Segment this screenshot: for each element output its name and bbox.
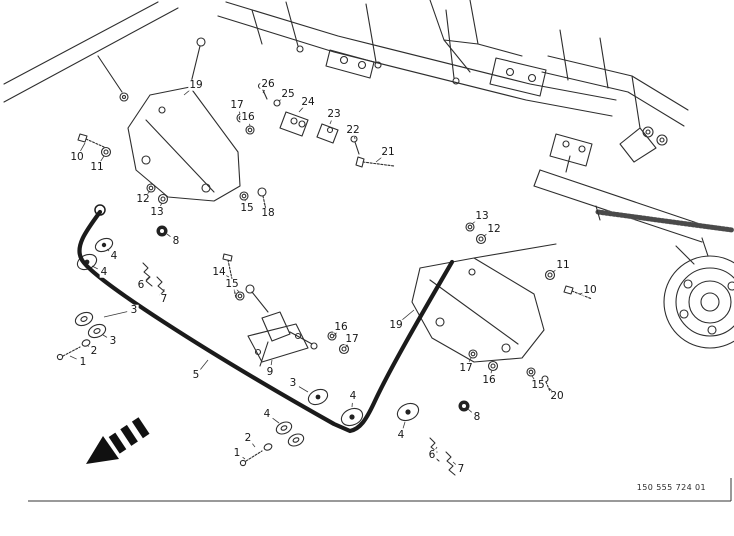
callout-label: 8 (171, 234, 181, 247)
callout-label: 2 (243, 431, 253, 444)
callout-label: 12 (135, 192, 151, 205)
callout-label: 3 (108, 334, 118, 347)
callout-label: 4 (109, 249, 119, 262)
callout-label: 23 (326, 107, 342, 120)
callout-label: 5 (191, 368, 201, 381)
callout-label: 16 (240, 110, 256, 123)
callout-label: 10 (582, 283, 598, 296)
callout-label: 1 (78, 355, 88, 368)
callout-label: 1 (232, 446, 242, 459)
callout-label: 19 (388, 318, 404, 331)
callout-label: 7 (159, 292, 169, 305)
callout-label: 17 (344, 332, 360, 345)
callout-label: 25 (280, 87, 296, 100)
callout-label: 14 (211, 265, 227, 278)
callout-label: 11 (555, 258, 571, 271)
callout-label: 15 (530, 378, 546, 391)
callout-label: 19 (188, 78, 204, 91)
callout-label: 2 (89, 344, 99, 357)
callout-label: 20 (549, 389, 565, 402)
callout-label: 21 (380, 145, 396, 158)
drawing-number: 150 555 724 01 (636, 483, 706, 492)
callout-label: 4 (262, 407, 272, 420)
callout-label: 11 (89, 160, 105, 173)
callout-label: 10 (69, 150, 85, 163)
callout-label: 3 (129, 303, 139, 316)
callout-label: 15 (224, 277, 240, 290)
callout-label: 4 (348, 389, 358, 402)
callout-label: 9 (265, 365, 275, 378)
callout-label: 6 (136, 278, 146, 291)
callout-label: 3 (288, 376, 298, 389)
callout-label: 17 (229, 98, 245, 111)
callout-label: 4 (99, 265, 109, 278)
callout-label: 12 (486, 222, 502, 235)
callout-label: 8 (472, 410, 482, 423)
callout-label: 6 (427, 448, 437, 461)
callout-label: 13 (474, 209, 490, 222)
callout-label: 17 (458, 361, 474, 374)
callout-label: 4 (396, 428, 406, 441)
callout-label: 13 (149, 205, 165, 218)
callout-label: 26 (260, 77, 276, 90)
page-border (28, 478, 732, 502)
callout-label: 18 (260, 206, 276, 219)
callout-label: 16 (481, 373, 497, 386)
callout-label: 7 (456, 462, 466, 475)
callout-label: 24 (300, 95, 316, 108)
callout-label: 16 (333, 320, 349, 333)
callout-label: 15 (239, 201, 255, 214)
callout-label: 22 (345, 123, 361, 136)
direction-arrow-icon (86, 417, 150, 464)
stabiliser-bar (77, 209, 455, 434)
